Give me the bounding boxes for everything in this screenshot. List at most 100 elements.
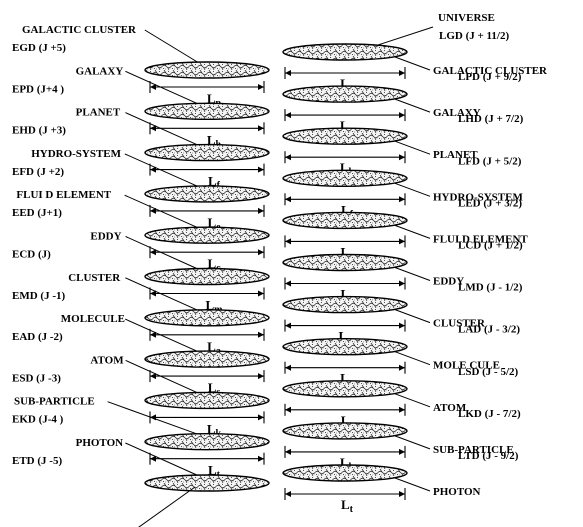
pointer-line — [394, 435, 431, 450]
layer-disk — [144, 350, 270, 368]
dimension-arrow — [284, 319, 406, 332]
dimension-arrow — [284, 193, 406, 206]
layer-code: EED (J+1) — [12, 207, 62, 219]
right-disk — [282, 295, 408, 314]
layer-name: GALACTIC CLUSTER — [22, 24, 137, 36]
layer-name: ATOM — [433, 402, 467, 414]
arrowhead-right — [399, 70, 405, 76]
layer-code: LMD (J - 1/2) — [458, 282, 523, 294]
right-disk — [282, 422, 408, 440]
arrowhead-right — [258, 373, 264, 380]
dimension-arrow — [149, 81, 265, 93]
layer-name: MOLE CULE — [433, 360, 500, 372]
arrowhead-right — [258, 84, 264, 90]
arrowhead-left — [285, 491, 291, 497]
dimension-label: Lt — [341, 497, 354, 515]
layer-disk — [144, 391, 270, 410]
layer-name: EDDY — [90, 231, 121, 243]
layer-code: ECD (J) — [12, 249, 51, 261]
arrowhead-left — [285, 70, 291, 76]
right-layer: LsLSD (J - 5/2)ATOM — [282, 366, 519, 431]
arrowhead-left — [285, 154, 291, 161]
layer-disk — [282, 211, 408, 230]
layer-code: LFD (J + 5/2) — [458, 155, 522, 167]
top-label: UNIVERSE — [438, 12, 495, 24]
layer-name: GALAXY — [76, 65, 124, 77]
dimension-arrow — [149, 370, 265, 383]
arrowhead-right — [399, 112, 405, 119]
dimension-arrow — [284, 235, 406, 248]
layer-code: LKD (J - 7/2) — [458, 408, 521, 420]
layer-name: FLUI D ELEMENT — [433, 233, 528, 245]
dimension-arrow — [284, 67, 406, 79]
dimension-arrow — [284, 361, 406, 374]
right-disk — [282, 43, 408, 61]
layer-disk — [282, 85, 408, 103]
arrowhead-right — [399, 491, 405, 497]
pointer-line — [107, 401, 200, 436]
arrowhead-left — [150, 207, 156, 214]
pointer-line — [124, 194, 200, 229]
left-disk — [144, 391, 270, 410]
pointer-line — [138, 486, 196, 527]
layer-disk — [282, 169, 408, 188]
right-layer: LgLGD (J + 11/2)GALACTIC CLUSTER — [282, 30, 548, 94]
left-disk — [144, 474, 270, 492]
arrowhead-right — [258, 125, 264, 132]
layer-code: EPD (J+4 ) — [12, 83, 64, 95]
right-disk — [282, 127, 408, 145]
layer-name: GALACTIC CLUSTER — [433, 65, 548, 77]
pointer-line — [394, 182, 431, 197]
left-disk — [144, 309, 270, 327]
layer-code: LHD (J + 7/2) — [458, 113, 524, 125]
dimension-arrow — [149, 452, 265, 465]
arrowhead-left — [285, 238, 291, 245]
layer-name: PHOTON — [76, 437, 124, 449]
layer-disk — [144, 61, 270, 79]
layer-disk — [282, 422, 408, 440]
left-disk — [144, 350, 270, 368]
dimension-arrow — [149, 328, 265, 341]
pointer-line — [394, 224, 431, 239]
arrowhead-right — [399, 238, 405, 245]
arrowhead-left — [150, 290, 156, 297]
layer-code: LSD (J - 5/2) — [458, 366, 519, 378]
dimension-arrow — [284, 151, 406, 164]
left-disk — [144, 61, 270, 79]
layer-disk — [282, 295, 408, 314]
layer-name: CLUSTER — [433, 318, 486, 330]
arrowhead-right — [399, 280, 405, 287]
dimension-arrow — [284, 403, 406, 416]
pointer-line — [394, 351, 431, 366]
dimension-arrow — [284, 109, 406, 122]
left-disk — [144, 143, 270, 162]
layer-code: LTD (J - 9/2) — [458, 450, 519, 462]
pointer-line — [394, 98, 431, 113]
right-disk — [282, 85, 408, 103]
right-layer: LkLKD (J - 7/2)SUB-PARTICLE — [282, 408, 521, 473]
layer-disk — [144, 226, 270, 244]
right-disk — [282, 380, 408, 398]
layer-code: EAD (J -2) — [12, 331, 63, 343]
pointer-line — [125, 359, 200, 394]
right-disk — [282, 338, 408, 356]
pointer-line — [125, 70, 200, 105]
arrowhead-right — [399, 364, 405, 371]
layer-name: MOLECULE — [61, 313, 125, 325]
layer-name: EDDY — [433, 276, 464, 288]
layer-code: EHD (J +3) — [12, 125, 66, 137]
layer-code: LCD (J + 1/2) — [458, 240, 523, 252]
right-layer: LhLHD (J + 7/2)PLANET — [282, 113, 524, 178]
layer-code: LPD (J + 9/2) — [458, 71, 522, 83]
arrowhead-left — [150, 166, 156, 173]
arrowhead-left — [150, 373, 156, 380]
layer-code: EGD (J +5) — [12, 42, 66, 54]
layer-code: EKD (J-4 ) — [12, 414, 64, 426]
arrowhead-right — [399, 322, 405, 329]
